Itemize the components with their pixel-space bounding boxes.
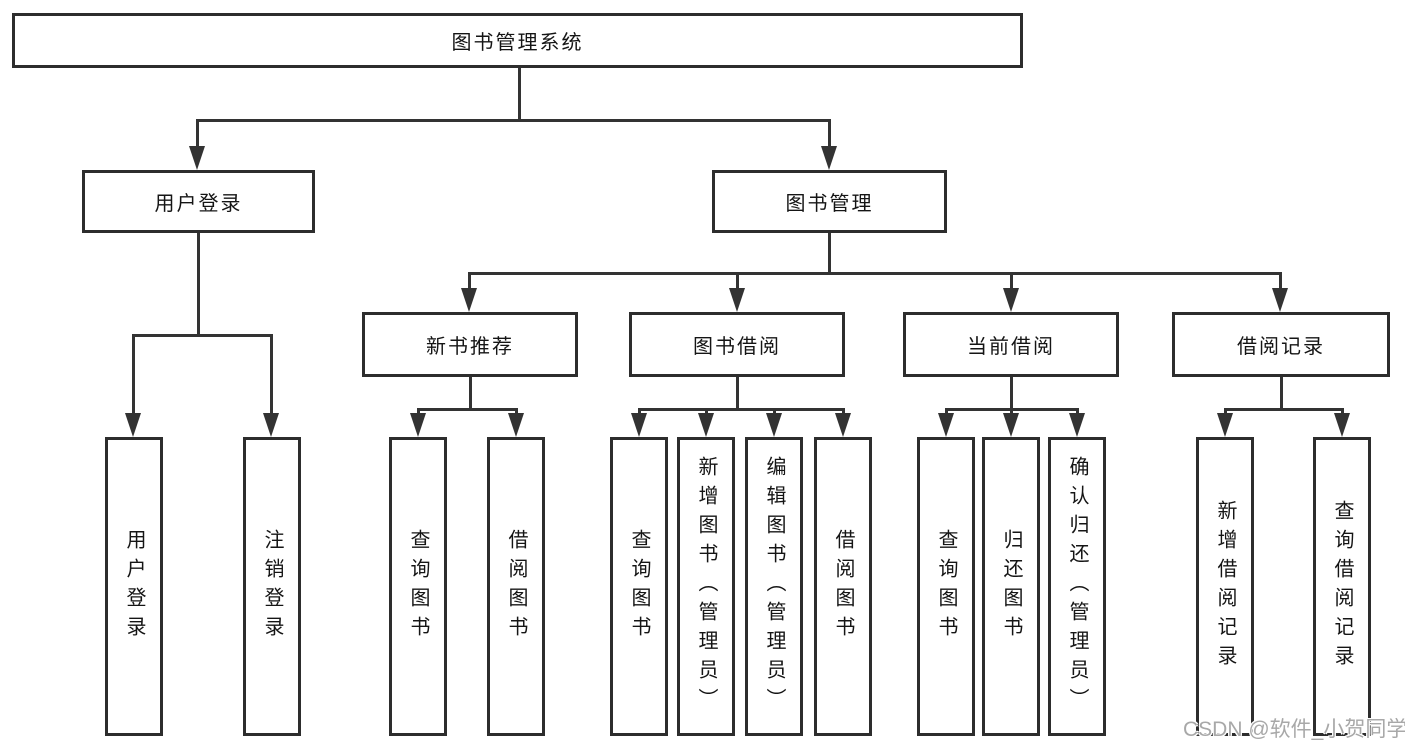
connector-line [515,408,518,416]
leaf-label: 新增图书（管理员） [695,456,717,717]
leaf-label: 查询借阅记录 [1331,499,1353,674]
leaf-borrow-books: 借阅图书 [814,437,872,736]
arrow-down-icon [508,413,524,437]
leaf-logout: 注销登录 [243,437,301,736]
connector-line [736,376,739,410]
connector-line [132,334,135,414]
connector-line [469,376,472,410]
connector-line [1341,408,1344,416]
connector-line [417,408,518,411]
node-library-management-system: 图书管理系统 [12,13,1023,68]
node-new-book-recommendation: 新书推荐 [362,312,578,377]
leaf-label: 确认归还（管理员） [1066,456,1088,717]
arrow-down-icon [410,413,426,437]
arrow-down-icon [938,413,954,437]
connector-line [270,334,273,414]
arrow-down-icon [125,413,141,437]
arrow-down-icon [766,413,782,437]
connector-line [773,408,776,416]
arrow-down-icon [1003,413,1019,437]
arrow-down-icon [461,288,477,312]
connector-line [1076,408,1079,416]
leaf-query-books-current: 查询图书 [917,437,975,736]
connector-line [417,408,420,416]
leaf-user-login: 用户登录 [105,437,163,736]
node-current-borrowing: 当前借阅 [903,312,1119,377]
connector-line [705,408,708,416]
leaf-query-borrow-record: 查询借阅记录 [1313,437,1371,736]
leaf-return-book: 归还图书 [982,437,1040,736]
connector-line [1279,272,1282,292]
leaf-label: 借阅图书 [505,528,527,645]
leaf-query-books-recommend: 查询图书 [389,437,447,736]
leaf-borrow-books-recommend: 借阅图书 [487,437,545,736]
leaf-label: 查询图书 [935,528,957,645]
leaf-add-borrow-record: 新增借阅记录 [1196,437,1254,736]
arrow-down-icon [1272,288,1288,312]
arrow-down-icon [698,413,714,437]
connector-line [1010,408,1013,416]
leaf-query-books-borrowing: 查询图书 [610,437,668,736]
leaf-label: 查询图书 [628,528,650,645]
arrow-down-icon [1217,413,1233,437]
leaf-label: 借阅图书 [832,528,854,645]
connector-line [196,119,199,149]
connector-line [1010,272,1013,292]
leaf-label: 查询图书 [407,528,429,645]
connector-line [842,408,845,416]
connector-line [638,408,844,411]
connector-line [132,334,273,337]
arrow-down-icon [1003,288,1019,312]
arrow-down-icon [821,146,837,170]
connector-line [638,408,641,416]
connector-line [1224,408,1343,411]
arrow-down-icon [189,146,205,170]
csdn-watermark: CSDN @软件_小贺同学 [1183,718,1405,741]
arrow-down-icon [631,413,647,437]
connector-line [945,408,948,416]
arrow-down-icon [729,288,745,312]
connector-line [1224,408,1227,416]
connector-line [736,272,739,292]
connector-line [828,119,831,149]
arrow-down-icon [1334,413,1350,437]
node-borrowing-records: 借阅记录 [1172,312,1390,377]
connector-line [196,119,831,122]
connector-line [1010,376,1013,410]
leaf-edit-book-admin: 编辑图书（管理员） [745,437,803,736]
leaf-label: 注销登录 [261,528,283,645]
leaf-label: 用户登录 [123,528,145,645]
connector-line [828,232,831,274]
connector-line [1280,376,1283,410]
arrow-down-icon [835,413,851,437]
node-book-borrowing: 图书借阅 [629,312,845,377]
leaf-label: 编辑图书（管理员） [763,456,785,717]
connector-line [468,272,1281,275]
leaf-label: 归还图书 [1000,528,1022,645]
leaf-confirm-return-admin: 确认归还（管理员） [1048,437,1106,736]
node-book-management: 图书管理 [712,170,947,233]
arrow-down-icon [263,413,279,437]
connector-line [197,232,200,336]
node-user-login: 用户登录 [82,170,315,233]
leaf-label: 新增借阅记录 [1214,499,1236,674]
connector-line [468,272,471,292]
leaf-add-book-admin: 新增图书（管理员） [677,437,735,736]
connector-line [518,67,521,120]
arrow-down-icon [1069,413,1085,437]
